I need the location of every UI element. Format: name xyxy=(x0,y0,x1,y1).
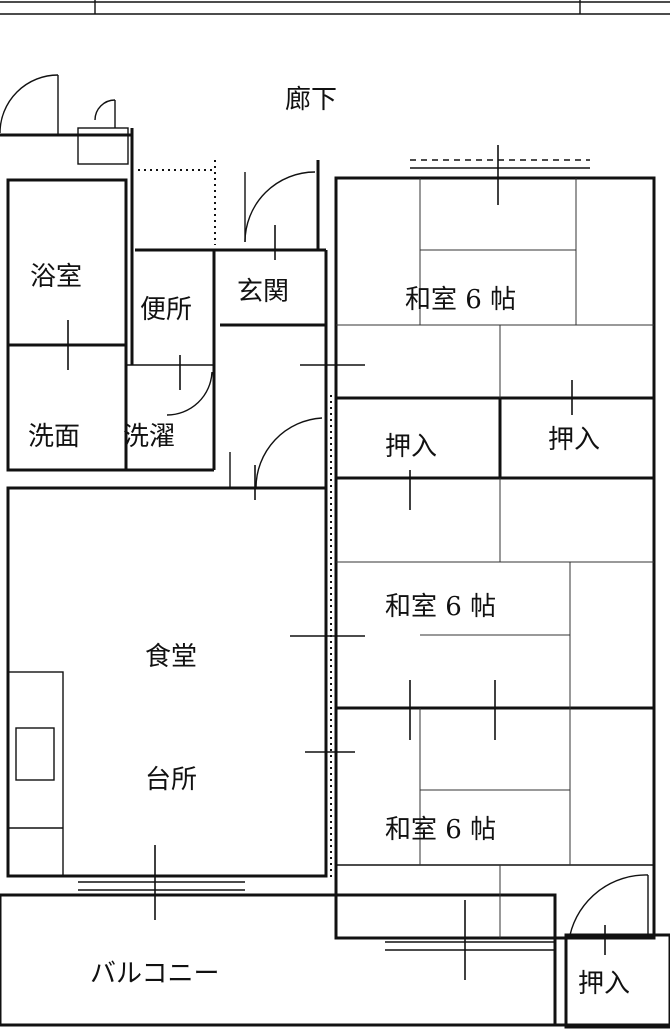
label-washroom: 洗面 xyxy=(28,422,80,452)
label-washitsu-mid: 和室 6 帖 xyxy=(385,592,496,622)
label-balcony: バルコニー xyxy=(90,959,219,989)
label-entrance: 玄関 xyxy=(237,277,289,307)
label-oshiire-1: 押入 xyxy=(385,432,437,462)
label-kitchen: 台所 xyxy=(145,765,197,795)
kitchen-counter xyxy=(7,671,64,877)
windows xyxy=(78,159,590,951)
label-dining: 食堂 xyxy=(145,642,197,672)
label-bath: 浴室 xyxy=(30,262,82,292)
label-corridor: 廊下 xyxy=(285,85,337,115)
label-toilet: 便所 xyxy=(140,295,192,325)
label-oshiire-3: 押入 xyxy=(578,969,630,999)
label-washitsu-bottom: 和室 6 帖 xyxy=(385,815,496,845)
inner-walls xyxy=(8,248,328,876)
label-laundry: 洗濯 xyxy=(123,422,175,452)
grid-ticks xyxy=(67,145,606,980)
top-border xyxy=(0,0,670,15)
label-oshiire-2: 押入 xyxy=(548,425,600,455)
doors xyxy=(0,74,649,936)
label-washitsu-top: 和室 6 帖 xyxy=(405,285,516,315)
